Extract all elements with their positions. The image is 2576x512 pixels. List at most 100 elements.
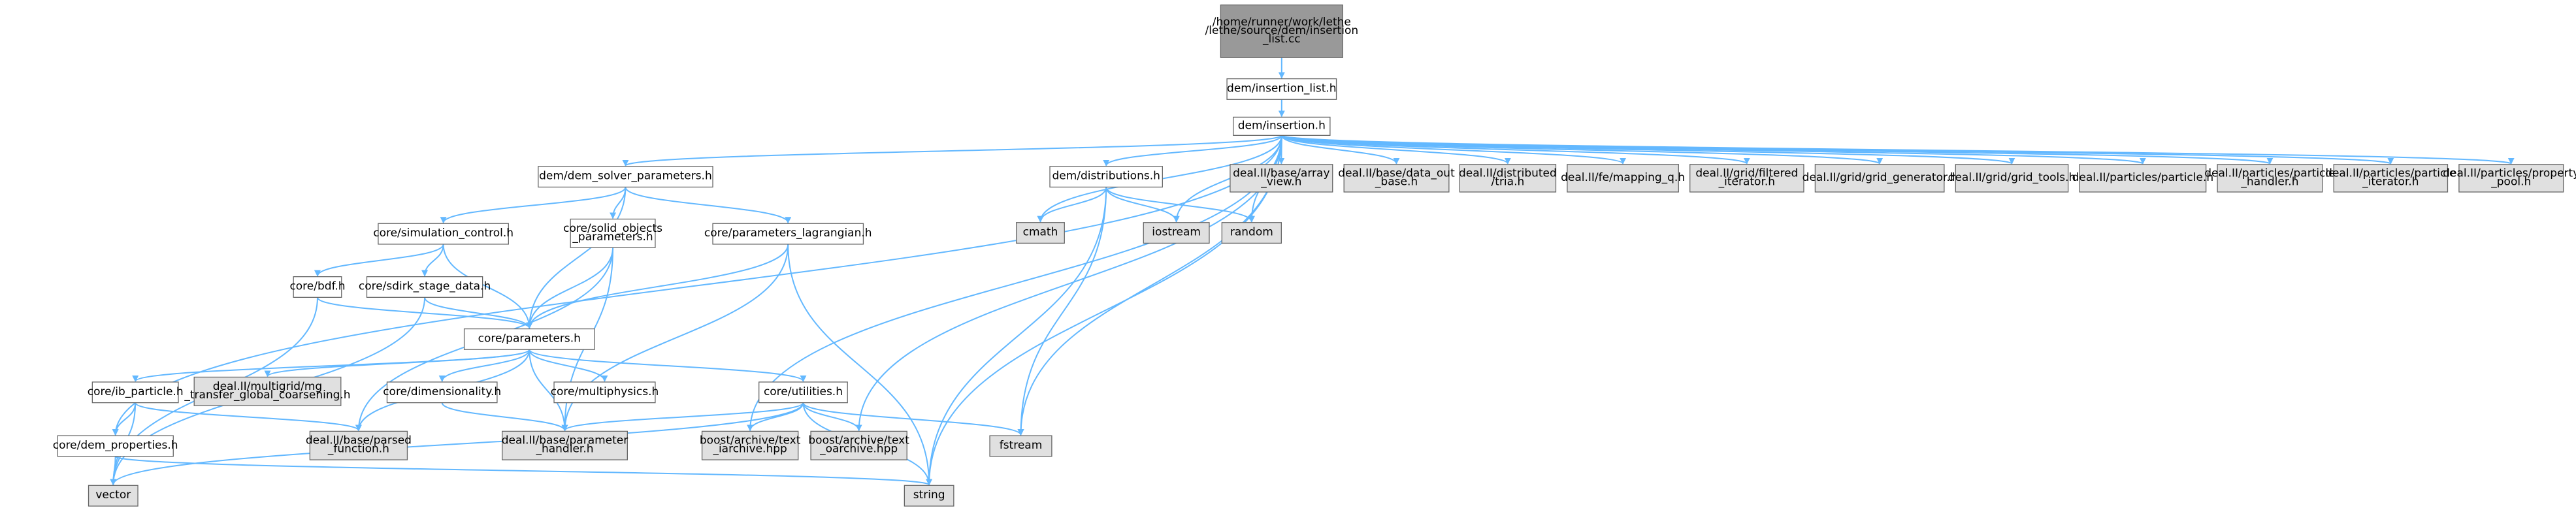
node-bdf-label-0: core/bdf.h [289, 280, 345, 293]
node-random-label-0: random [1230, 226, 1273, 239]
node-insertion_list-box [1226, 78, 1337, 100]
node-particle[interactable]: deal.II/particles/particle.h [2072, 164, 2214, 193]
node-text_iarchive[interactable]: boost/archive/text_iarchive.hpp [700, 430, 801, 460]
node-grid_tools[interactable]: deal.II/grid/grid_tools.h [1948, 164, 2076, 193]
node-ib_particle-label-0: core/ib_particle.h [88, 385, 184, 398]
node-text_oarchive-label-1: _oarchive.hpp [819, 443, 898, 456]
node-utilities[interactable]: core/utilities.h [758, 381, 848, 404]
node-insertion[interactable]: dem/insertion.h [1233, 116, 1331, 136]
edge-sdirk-to-parameters [424, 296, 533, 329]
node-dem_solver[interactable]: dem/dem_solver_parameters.h [538, 166, 713, 188]
node-ib_particle[interactable]: core/ib_particle.h [88, 381, 184, 404]
node-particle_iter-label-1: _iterator.h [2362, 175, 2419, 188]
node-root-label-1: /lethe/source/dem/insertion [1205, 24, 1359, 37]
node-params_lag-box [712, 223, 864, 245]
node-root-label-0: /home/runner/work/lethe [1213, 16, 1351, 29]
node-dem_props[interactable]: core/dem_properties.h [53, 435, 178, 457]
node-parameters-label-0: core/parameters.h [478, 332, 581, 345]
node-param_handler-box [502, 430, 628, 460]
node-root-box [1220, 4, 1343, 58]
node-solid_objects-box [570, 218, 656, 248]
node-parsed_fn-label-1: _function.h [327, 443, 389, 456]
node-insertion-label-0: dem/insertion.h [1238, 119, 1326, 132]
node-random[interactable]: random [1221, 222, 1282, 244]
node-distributions-box [1049, 166, 1163, 188]
edge-parameters-to-utilities [529, 349, 807, 382]
edge-ib_particle-to-dem_props [112, 402, 137, 436]
node-sdirk[interactable]: core/sdirk_stage_data.h [359, 276, 491, 298]
node-bdf[interactable]: core/bdf.h [289, 276, 346, 298]
edge-solid_objects-to-parameters [526, 248, 614, 329]
node-iostream[interactable]: iostream [1143, 222, 1210, 244]
node-text_oarchive-box [810, 430, 907, 460]
node-dem_props-label-0: core/dem_properties.h [53, 439, 178, 452]
node-text_iarchive-label-0: boost/archive/text [700, 434, 801, 447]
node-multiphysics[interactable]: core/multiphysics.h [551, 381, 659, 404]
edge-ib_particle-to-parsed_fn [135, 402, 362, 432]
edge-utilities-to-text_oarchive [802, 402, 862, 432]
edge-dem_props-to-vector [110, 456, 117, 486]
node-dimensionality-box [386, 381, 498, 404]
node-fstream-box [989, 435, 1052, 457]
node-vector-label-0: vector [95, 488, 131, 502]
node-vector[interactable]: vector [88, 485, 139, 507]
edge-insertion-to-tria [1280, 135, 1511, 165]
node-property_pool-label-1: _pool.h [2490, 175, 2531, 188]
node-text_oarchive[interactable]: boost/archive/text_oarchive.hpp [808, 430, 909, 460]
node-solid_objects-label-1: _parameters.h [572, 231, 653, 244]
node-params_lag[interactable]: core/parameters_lagrangian.h [704, 223, 872, 245]
node-dimensionality[interactable]: core/dimensionality.h [383, 381, 501, 404]
edge-insertion-to-mapping_q [1280, 135, 1626, 165]
node-mg_transfer[interactable]: deal.II/multigrid/mg_transfer_global_coa… [184, 376, 351, 406]
node-param_handler[interactable]: deal.II/base/parameter_handler.h [502, 430, 628, 460]
node-data_out[interactable]: deal.II/base/data_out_base.h [1338, 164, 1455, 193]
edge-dem_solver-to-sim_control [440, 187, 627, 224]
edge-utilities-to-fstream [802, 402, 1024, 436]
node-mapping_q[interactable]: deal.II/fe/mapping_q.h [1561, 164, 1685, 193]
node-fstream[interactable]: fstream [989, 435, 1052, 457]
node-root[interactable]: /home/runner/work/lethe/lethe/source/dem… [1205, 4, 1359, 58]
edge-utilities-to-vector [110, 402, 804, 486]
edge-dem_solver-to-parameters [526, 187, 627, 329]
node-parsed_fn-label-0: deal.II/base/parsed [306, 434, 412, 447]
node-utilities-label-0: core/utilities.h [764, 385, 843, 398]
node-filtered_iter[interactable]: deal.II/grid/filtered_iterator.h [1689, 164, 1804, 193]
node-layer: /home/runner/work/lethe/lethe/source/dem… [53, 4, 2576, 507]
edge-insertion-to-iostream [1173, 135, 1282, 223]
edge-sim_control-to-sdirk [421, 244, 444, 277]
node-insertion_list[interactable]: dem/insertion_list.h [1226, 78, 1337, 100]
node-property_pool[interactable]: deal.II/particles/property_pool.h [2443, 164, 2576, 193]
node-solid_objects[interactable]: core/solid_objects_parameters.h [563, 218, 662, 248]
node-particle_handler[interactable]: deal.II/particles/particle_handler.h [2204, 164, 2336, 193]
edge-parameters-to-multiphysics [529, 349, 608, 382]
edge-parameters-to-dimensionality [438, 349, 530, 382]
node-cmath[interactable]: cmath [1016, 222, 1065, 244]
node-sim_control-label-0: core/simulation_control.h [373, 227, 514, 240]
node-particle_iter-box [2333, 164, 2449, 193]
node-string[interactable]: string [904, 485, 954, 507]
edge-bdf-to-parameters [316, 296, 533, 329]
node-insertion_list-label-0: dem/insertion_list.h [1227, 82, 1337, 95]
node-mapping_q-box [1567, 164, 1679, 193]
node-parameters[interactable]: core/parameters.h [463, 328, 595, 350]
node-dem_props-box [57, 435, 174, 457]
edge-distributions-to-iostream [1105, 187, 1180, 223]
node-iostream-label-0: iostream [1152, 226, 1201, 239]
node-dimensionality-label-0: core/dimensionality.h [383, 385, 501, 398]
node-tria[interactable]: deal.II/distributed/tria.h [1459, 164, 1557, 193]
node-particle_iter[interactable]: deal.II/particles/particle_iterator.h [2325, 164, 2456, 193]
node-filtered_iter-box [1689, 164, 1804, 193]
node-array_view[interactable]: deal.II/base/array_view.h [1230, 164, 1333, 193]
node-parsed_fn[interactable]: deal.II/base/parsed_function.h [306, 430, 412, 460]
node-dem_solver-label-0: dem/dem_solver_parameters.h [539, 170, 712, 183]
node-bdf-box [293, 276, 342, 298]
node-particle_handler-label-0: deal.II/particles/particle [2204, 167, 2335, 180]
node-cmath-label-0: cmath [1023, 226, 1058, 239]
node-param_handler-label-1: _handler.h [535, 443, 593, 456]
node-sim_control[interactable]: core/simulation_control.h [373, 223, 514, 245]
node-sdirk-label-0: core/sdirk_stage_data.h [359, 280, 491, 293]
node-grid_gen[interactable]: deal.II/grid/grid_generator.h [1802, 164, 1957, 193]
node-distributions[interactable]: dem/distributions.h [1049, 166, 1163, 188]
node-grid_tools-box [1955, 164, 2069, 193]
edge-sim_control-to-parameters [442, 244, 533, 329]
